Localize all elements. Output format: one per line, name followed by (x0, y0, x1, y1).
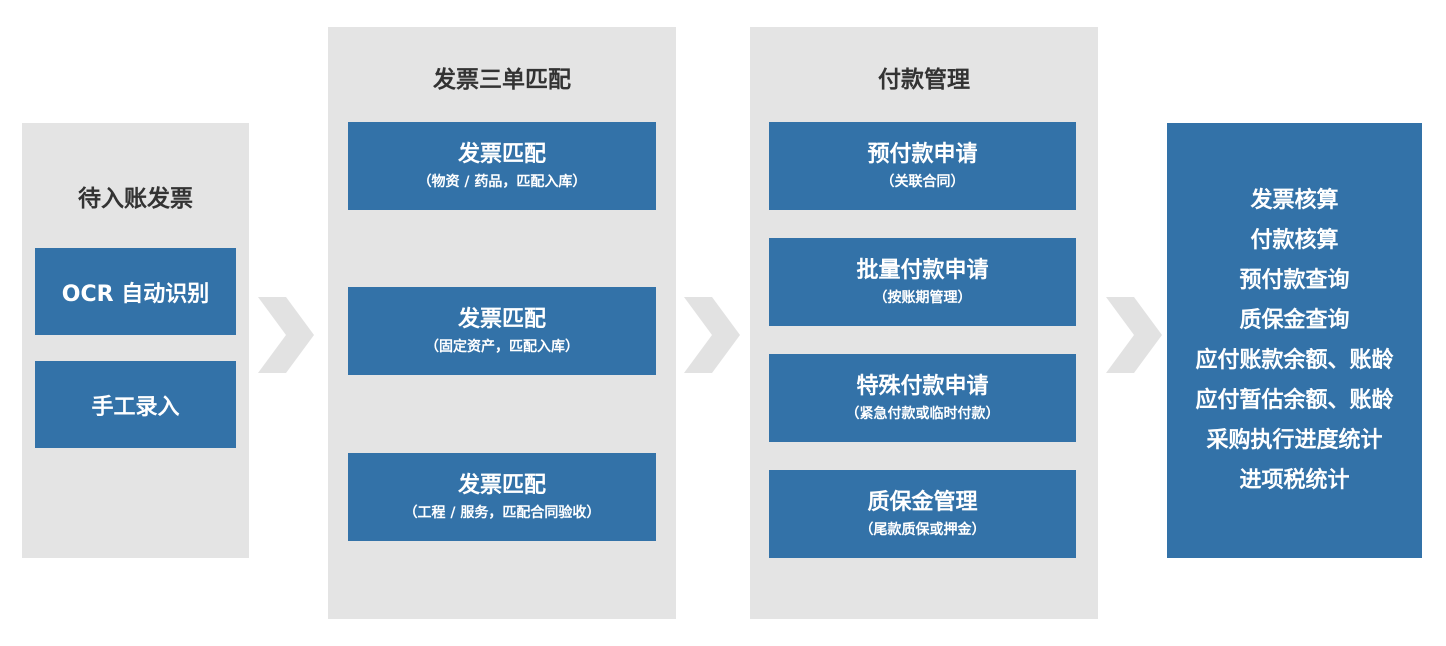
stage-pending-invoices: 待入账发票 OCR 自动识别 手工录入 (22, 123, 249, 558)
box-subtitle: （紧急付款或临时付款） (845, 405, 1000, 422)
box-subtitle: （按账期管理） (873, 289, 972, 306)
box-subtitle: （物资 / 药品，匹配入库） (417, 173, 587, 190)
retention-money-box: 质保金管理 （尾款质保或押金） (769, 470, 1076, 558)
batch-payment-request-box: 批量付款申请 （按账期管理） (769, 238, 1076, 326)
manual-entry-box: 手工录入 (35, 361, 236, 448)
box-subtitle: （固定资产，匹配入库） (425, 338, 579, 355)
result-line: 应付暂估余额、账龄 (1195, 387, 1394, 413)
result-line: 应付账款余额、账龄 (1195, 347, 1394, 373)
result-line: 付款核算 (1250, 227, 1339, 253)
box-title: 发票匹配 (457, 472, 546, 498)
stage-three-way-match: 发票三单匹配 发票匹配 （物资 / 药品，匹配入库） 发票匹配 （固定资产，匹配… (328, 27, 676, 619)
stage-payment-management: 付款管理 预付款申请 （关联合同） 批量付款申请 （按账期管理） 特殊付款申请 … (750, 27, 1098, 619)
invoice-match-materials-box: 发票匹配 （物资 / 药品，匹配入库） (348, 122, 656, 210)
special-payment-request-box: 特殊付款申请 （紧急付款或临时付款） (769, 354, 1076, 442)
result-line: 采购执行进度统计 (1206, 427, 1383, 453)
stage-title: 待入账发票 (78, 186, 193, 212)
stage-title: 发票三单匹配 (433, 67, 571, 93)
result-line: 预付款查询 (1239, 267, 1350, 293)
stage-title: 付款管理 (878, 67, 970, 93)
chevron-right-icon (684, 297, 740, 373)
chevron-right-icon (1106, 297, 1162, 373)
box-title: 特殊付款申请 (856, 373, 989, 399)
box-subtitle: （关联合同） (880, 173, 965, 190)
box-subtitle: （工程 / 服务，匹配合同验收） (403, 504, 601, 521)
chevron-right-icon (258, 297, 314, 373)
invoice-match-services-box: 发票匹配 （工程 / 服务，匹配合同验收） (348, 453, 656, 541)
result-line: 进项税统计 (1239, 467, 1350, 493)
box-subtitle: （尾款质保或押金） (859, 521, 986, 538)
box-label: 手工录入 (91, 394, 180, 420)
box-label: OCR 自动识别 (61, 281, 210, 307)
box-title: 预付款申请 (867, 141, 978, 167)
box-title: 批量付款申请 (856, 257, 989, 283)
result-line: 质保金查询 (1239, 307, 1350, 333)
box-title: 发票匹配 (457, 141, 546, 167)
ocr-recognition-box: OCR 自动识别 (35, 248, 236, 335)
invoice-match-assets-box: 发票匹配 （固定资产，匹配入库） (348, 287, 656, 375)
prepayment-request-box: 预付款申请 （关联合同） (769, 122, 1076, 210)
box-title: 发票匹配 (457, 306, 546, 332)
result-line: 发票核算 (1250, 187, 1339, 213)
results-box: 发票核算 付款核算 预付款查询 质保金查询 应付账款余额、账龄 应付暂估余额、账… (1167, 123, 1422, 558)
box-title: 质保金管理 (867, 489, 978, 515)
